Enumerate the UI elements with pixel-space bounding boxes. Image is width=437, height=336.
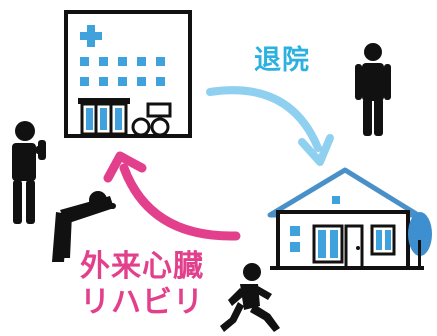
hospital-icon [64, 10, 192, 138]
running-person-icon [220, 263, 280, 332]
house-icon [267, 167, 424, 270]
discharge-label: 退院 [254, 45, 310, 76]
tree-icon [408, 212, 432, 266]
stretching-person-icon [52, 191, 116, 262]
rehab-arrow [103, 151, 241, 241]
rehab-label: 外来心臓 リハビリ [80, 249, 250, 321]
rehab-label-line2: リハビリ [80, 285, 204, 320]
discharge-arrow [206, 86, 334, 166]
rehab-label-line1: 外来心臓 [80, 249, 204, 284]
exercising-person-icon [12, 121, 46, 224]
standing-person-icon [355, 43, 391, 136]
